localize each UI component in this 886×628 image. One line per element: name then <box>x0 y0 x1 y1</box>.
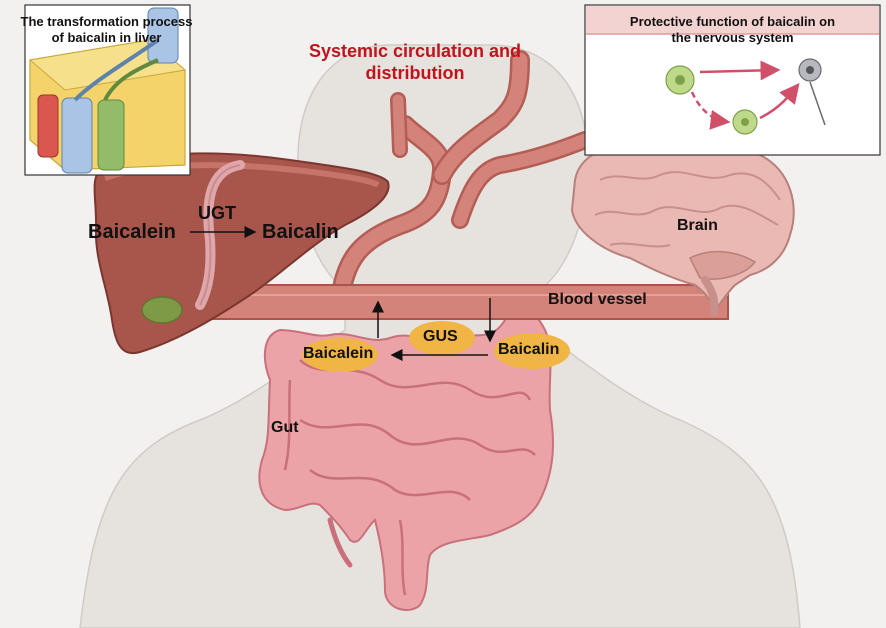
title-line-1: Systemic circulation and <box>308 41 522 61</box>
gut-product-label: Baicalein <box>303 345 374 362</box>
brain-shape <box>570 135 795 316</box>
liver-inset-box <box>24 4 191 176</box>
vessel-branches <box>330 50 594 310</box>
gut-label: Gut <box>271 419 299 436</box>
liver-shape <box>93 152 390 355</box>
brain-inset-title-line-2: the nervous system <box>671 30 794 45</box>
title-line-2: distribution <box>365 63 465 83</box>
page-title: Systemic circulation and distribution <box>295 40 535 84</box>
liver-inset-title-line-1: The transformation process <box>20 14 193 29</box>
gut-substrate-label: Baicalin <box>498 341 560 358</box>
liver-enzyme-label: UGT <box>198 203 236 223</box>
brain-label: Brain <box>677 217 718 234</box>
brain-inset-title: Protective function of baicalin on the n… <box>600 14 865 46</box>
brain-inset-box <box>584 4 881 156</box>
gut-substrate-ellipse <box>494 333 570 369</box>
gut-product-ellipse <box>302 338 378 372</box>
gut-enzyme-ellipse <box>409 321 475 355</box>
gut-enzyme-label: GUS <box>423 328 458 345</box>
liver-inset-title-line-2: of baicalin in liver <box>51 30 162 45</box>
liver-product-label: Baicalin <box>262 221 339 243</box>
neuron-cells <box>665 58 826 135</box>
liver-inset-title: The transformation process of baicalin i… <box>4 14 209 46</box>
brain-inset-title-line-1: Protective function of baicalin on <box>629 14 836 29</box>
gut-shape <box>258 308 554 611</box>
gut-reaction <box>302 298 570 372</box>
blood-vessel-label: Blood vessel <box>548 291 647 308</box>
liver-substrate-label: Baicalein <box>88 221 176 243</box>
